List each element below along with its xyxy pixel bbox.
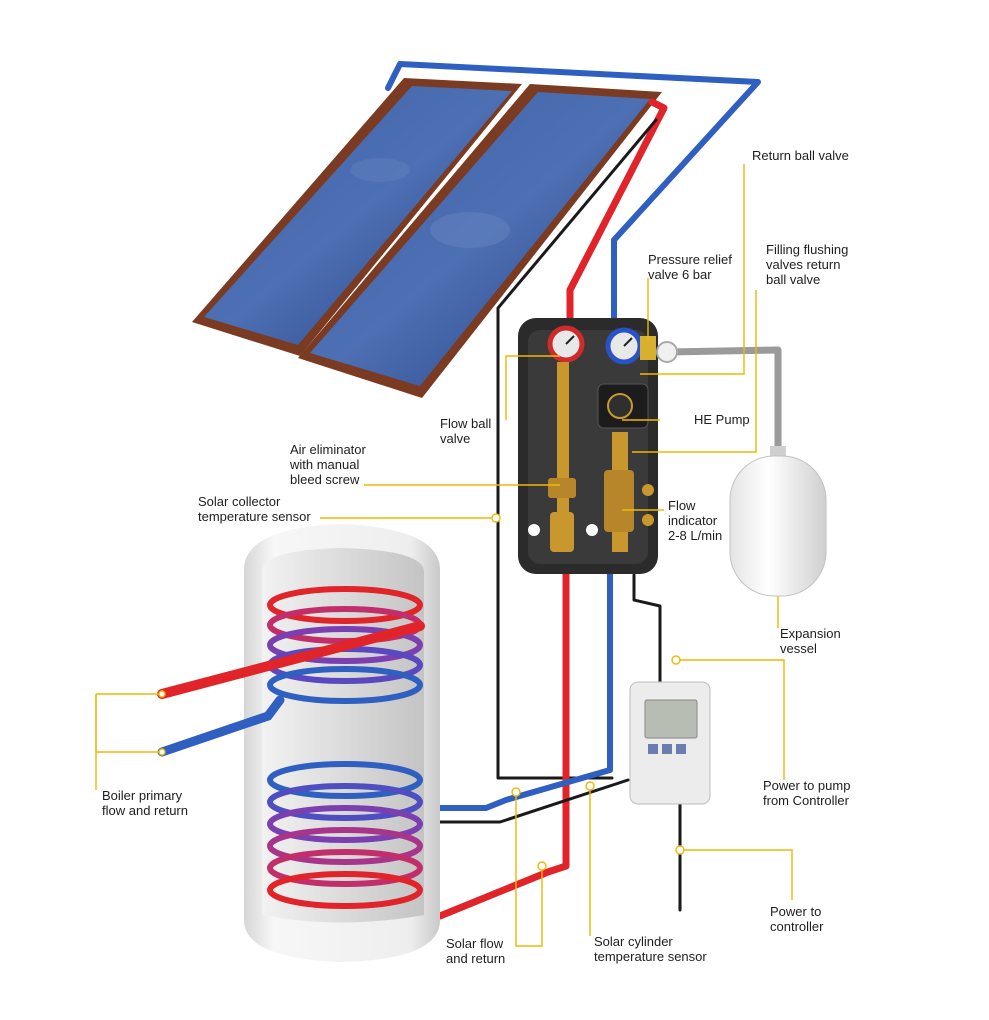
label-he-pump: HE Pump <box>694 412 750 427</box>
flow-indicator <box>604 470 634 532</box>
pressure-gauge <box>656 341 678 363</box>
expansion-vessel-pipe <box>664 346 782 460</box>
label-filling-flushing-valves: Filling flushing valves return ball valv… <box>766 242 849 287</box>
label-solar-collector-sensor: Solar collector temperature sensor <box>198 494 311 524</box>
air-eliminator <box>548 478 576 498</box>
solar-collector-panels <box>192 78 662 398</box>
label-pressure-relief-valve: Pressure relief valve 6 bar <box>648 252 732 282</box>
collector-sensor-cable <box>496 118 658 780</box>
boiler-flow-pipe <box>157 621 425 699</box>
label-return-ball-valve: Return ball valve <box>752 148 849 163</box>
label-power-to-pump: Power to pump from Controller <box>763 778 851 808</box>
cylinder-sensor-cable <box>428 778 630 824</box>
hot-water-cylinder <box>157 524 440 962</box>
label-power-to-controller: Power to controller <box>770 904 824 934</box>
pump-station <box>518 318 678 574</box>
sensor-markers <box>158 513 685 871</box>
pump-power-cable <box>632 573 662 692</box>
solar-return-pipe <box>417 567 613 811</box>
return-pipe-collector <box>385 61 761 333</box>
controller-display <box>644 699 698 739</box>
expansion-vessel <box>729 446 827 597</box>
leader-lines <box>95 164 793 947</box>
solar-controller <box>629 681 711 805</box>
label-air-eliminator: Air eliminator with manual bleed screw <box>290 442 366 487</box>
solar-coil <box>267 761 423 909</box>
label-solar-cylinder-sensor: Solar cylinder temperature sensor <box>594 934 707 964</box>
label-expansion-vessel: Expansion vessel <box>780 626 841 656</box>
pressure-relief-valve <box>640 336 656 360</box>
flow-pipe-collector <box>566 98 668 339</box>
label-boiler-primary: Boiler primary flow and return <box>102 788 188 818</box>
boiler-return-pipe <box>157 695 285 757</box>
label-flow-indicator: Flow indicator 2-8 L/min <box>668 498 723 543</box>
label-flow-ball-valve: Flow ball valve <box>440 416 492 446</box>
label-solar-flow-return: Solar flow and return <box>446 936 506 966</box>
